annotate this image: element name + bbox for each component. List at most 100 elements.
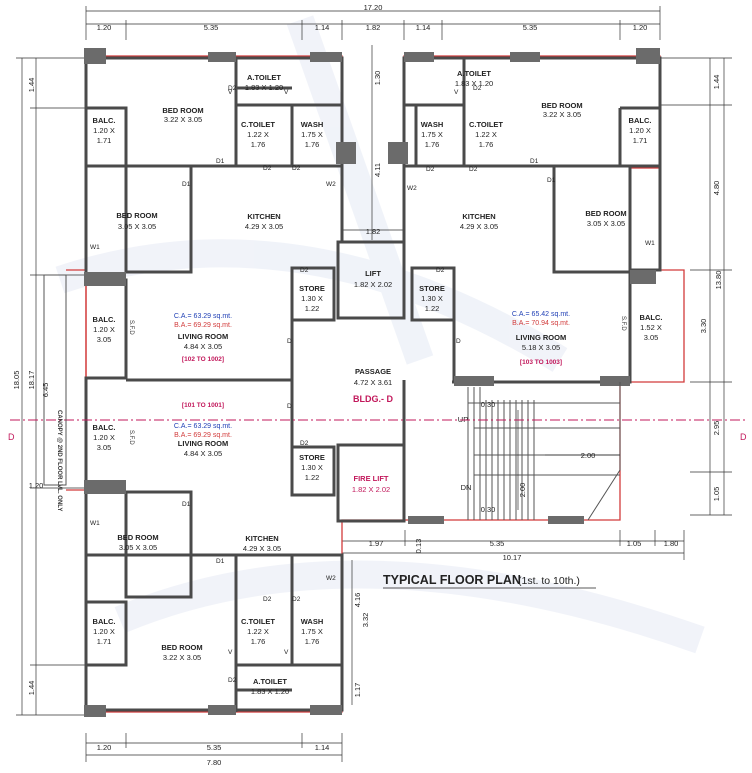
room-label: A.TOILET	[457, 69, 491, 78]
door-tag: D2	[228, 85, 237, 92]
dim-label: 1.05	[712, 487, 721, 502]
dim-label: 0.30	[481, 505, 496, 514]
dim-label: 1.05	[627, 539, 642, 548]
room-size: 1.82 X 2.02	[352, 485, 390, 494]
room-size: 3.05	[97, 443, 112, 452]
dim-label: 3.32	[361, 613, 370, 628]
dimension-lines	[16, 6, 732, 762]
room-size: 4.84 X 3.05	[184, 342, 222, 351]
room-size: 1.76	[305, 140, 320, 149]
room-size: 1.76	[425, 140, 440, 149]
dim-label: 1.20	[633, 23, 648, 32]
dim-label: 1.30	[373, 71, 382, 86]
dim-label: 3.30	[699, 319, 708, 334]
door-tag: D1	[182, 181, 191, 188]
room-size: 4.29 X 3.05	[460, 222, 498, 231]
room-label: A.TOILET	[247, 73, 281, 82]
stair-up-label: UP	[458, 415, 468, 424]
dim-label: 2.00	[518, 483, 527, 498]
room-size: 1.20 X	[93, 126, 115, 135]
window-tag: W2	[407, 185, 417, 192]
room-label: WASH	[301, 120, 324, 129]
vent-tag: V	[284, 649, 289, 656]
carpet-area: C.A.= 65.42 sq.mt.	[512, 311, 570, 318]
dim-label: 6.45	[41, 383, 50, 398]
room-label: FIRE LIFT	[354, 474, 389, 483]
door-tag: D2	[228, 677, 237, 684]
room-label: PASSAGE	[355, 367, 391, 376]
dim-label: 1.14	[315, 23, 330, 32]
room-size: 1.30 X	[301, 294, 323, 303]
room-size: 5.18 X 3.05	[522, 343, 560, 352]
vent-tag: V	[228, 649, 233, 656]
room-label: KITCHEN	[462, 212, 495, 221]
dim-label: 1.44	[712, 75, 721, 90]
dim-label: 5.35	[490, 539, 505, 548]
dim-label: 5.35	[207, 743, 222, 752]
dim-label: 0.30	[481, 400, 496, 409]
room-label: LIVING ROOM	[178, 439, 228, 448]
dim-label: 1.20	[97, 743, 112, 752]
dim-label: 2.00	[581, 451, 596, 460]
room-size: 1.71	[97, 637, 112, 646]
room-label: KITCHEN	[247, 212, 280, 221]
room-label: BED ROOM	[585, 209, 626, 218]
dim-label: 5.35	[523, 23, 538, 32]
room-label: BED ROOM	[541, 101, 582, 110]
room-size: 3.22 X 3.05	[163, 653, 201, 662]
room-label: BED ROOM	[161, 643, 202, 652]
dim-overall-width: 17.20	[364, 3, 383, 12]
room-size: 3.05 X 3.05	[118, 222, 156, 231]
dim-label: 1.82	[366, 23, 381, 32]
sfd-tag: S.F.D	[620, 316, 626, 331]
canopy-strip	[43, 274, 67, 486]
room-size: 3.05	[97, 335, 112, 344]
dim-label: 0.13	[414, 539, 423, 554]
columns	[84, 48, 660, 717]
dim-label: 2.95	[712, 421, 721, 436]
dimension-labels: 17.20 1.20 5.35 1.14 1.82 1.14 5.35 1.20…	[12, 3, 723, 767]
dim-label: 1.80	[664, 539, 679, 548]
room-label: BED ROOM	[117, 533, 158, 542]
room-size: 1.83 X 1.20	[455, 79, 493, 88]
room-size: 1.30 X	[301, 463, 323, 472]
room-size: 1.83 X 1.20	[251, 687, 289, 696]
door-tag: D2	[436, 267, 445, 274]
room-size: 1.75 X	[421, 130, 443, 139]
room-size: 4.29 X 3.05	[245, 222, 283, 231]
flat-range: [103 TO 1003]	[520, 359, 562, 366]
room-size: 1.83 X 1.20	[245, 83, 283, 92]
canopy-label: CANOPY @ 2ND FLOOR LVL. ONLY	[56, 410, 62, 511]
room-size: 3.05	[644, 333, 659, 342]
room-size: 1.22	[425, 304, 440, 313]
room-size: 1.22	[305, 304, 320, 313]
room-label: BALC.	[93, 315, 116, 324]
section-marker-right: D	[740, 432, 747, 442]
door-tag: D2	[263, 165, 272, 172]
dim-label: 1.44	[27, 78, 36, 93]
window-tag: W2	[326, 575, 336, 582]
dim-label: 1.97	[369, 539, 384, 548]
room-label: KITCHEN	[245, 534, 278, 543]
room-label: C.TOILET	[241, 120, 275, 129]
room-label: C.TOILET	[241, 617, 275, 626]
room-size: 1.52 X	[640, 323, 662, 332]
room-label: BALC.	[93, 617, 116, 626]
room-label: C.TOILET	[469, 120, 503, 129]
window-tag: W1	[90, 244, 100, 251]
room-label: STORE	[299, 453, 325, 462]
door-tag: D2	[300, 267, 309, 274]
dim-label: 10.17	[503, 553, 522, 562]
room-label: BED ROOM	[162, 106, 203, 115]
room-size: 1.82 X 2.02	[354, 280, 392, 289]
door-tag: D	[456, 338, 461, 345]
room-size: 4.29 X 3.05	[243, 544, 281, 553]
room-size: 3.05 X 3.05	[587, 219, 625, 228]
room-size: 1.20 X	[629, 126, 651, 135]
dim-label: 1.82	[366, 227, 381, 236]
door-window-tags: D1 D2 D2 D2 W2 D1 W1 D2 D D D2 D2 D2 D1 …	[90, 85, 655, 684]
room-label: BALC.	[93, 423, 116, 432]
room-size: 1.71	[97, 136, 112, 145]
sfd-tag: S.F.D	[128, 320, 134, 335]
vent-tag: V	[284, 89, 289, 96]
